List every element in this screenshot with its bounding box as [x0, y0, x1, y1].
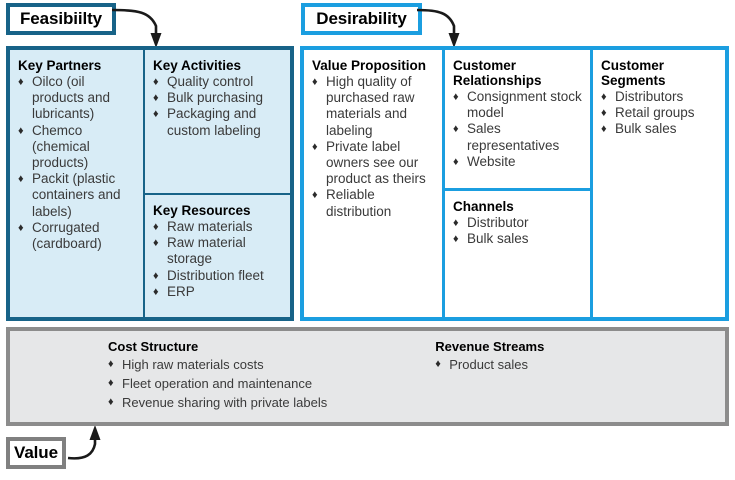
list-item: Fleet operation and maintenance	[108, 374, 327, 393]
feasibility-canvas-group: Key Partners Oilco (oil products and lub…	[6, 46, 294, 321]
list-item: Packit (plastic containers and labels)	[18, 171, 135, 220]
list-item: ERP	[153, 284, 282, 300]
list-item: Sales representatives	[453, 121, 582, 153]
list-item: Retail groups	[601, 105, 717, 121]
revenue-streams-title: Revenue Streams	[435, 339, 545, 354]
key-resources-title: Key Resources	[153, 203, 251, 218]
relationships-channels-column: Customer Relationships Consignment stock…	[442, 50, 590, 317]
list-item: Distribution fleet	[153, 268, 282, 284]
list-item: Raw material storage	[153, 235, 282, 267]
feasibility-arrow-icon	[111, 8, 162, 48]
block-cost-structure: Cost Structure High raw materials costs …	[108, 331, 327, 422]
block-value-proposition: Value Proposition High quality of purcha…	[304, 50, 442, 317]
value-proposition-title: Value Proposition	[312, 58, 427, 73]
list-item: Distributor	[453, 215, 582, 231]
list-item: Consignment stock model	[453, 89, 582, 121]
list-item: High raw materials costs	[108, 355, 327, 374]
list-item: Bulk sales	[453, 231, 582, 247]
block-revenue-streams: Revenue Streams Product sales	[435, 331, 544, 422]
customer-segments-title: Customer Segments	[601, 58, 666, 88]
list-item: Raw materials	[153, 219, 282, 235]
desirability-arrow-icon	[416, 8, 460, 48]
list-item: Distributors	[601, 89, 717, 105]
list-item: Oilco (oil products and lubricants)	[18, 74, 135, 123]
block-customer-relationships: Customer Relationships Consignment stock…	[445, 50, 590, 188]
desirability-canvas-group: Value Proposition High quality of purcha…	[300, 46, 729, 321]
activities-resources-column: Key Activities Quality control Bulk purc…	[143, 50, 290, 317]
block-channels: Channels Distributor Bulk sales	[445, 188, 590, 317]
annotation-tag-desirability-label: Desirability	[316, 9, 407, 28]
customer-relationships-title: Customer Relationships	[453, 58, 542, 88]
block-key-activities: Key Activities Quality control Bulk purc…	[145, 50, 290, 193]
channels-list: Distributor Bulk sales	[453, 215, 582, 248]
cost-structure-title: Cost Structure	[108, 339, 199, 354]
key-activities-title: Key Activities	[153, 58, 242, 73]
customer-segments-list: Distributors Retail groups Bulk sales	[601, 89, 717, 138]
key-resources-list: Raw materials Raw material storage Distr…	[153, 219, 282, 300]
list-item: High quality of purchased raw materials …	[312, 74, 434, 139]
list-item: Reliable distribution	[312, 187, 434, 219]
value-proposition-cell: Value Proposition High quality of purcha…	[304, 50, 442, 317]
list-item: Private label owners see our product as …	[312, 139, 434, 188]
value-proposition-list: High quality of purchased raw materials …	[312, 74, 434, 220]
annotation-tag-feasibility: Feasibiilty	[6, 3, 116, 35]
bottom-bar-group: Cost Structure High raw materials costs …	[6, 327, 729, 426]
list-item: Bulk sales	[601, 121, 717, 137]
list-item: Revenue sharing with private labels	[108, 393, 327, 412]
annotation-tag-value: Value	[6, 437, 66, 469]
block-key-resources: Key Resources Raw materials Raw material…	[145, 193, 290, 317]
list-item: Chemco (chemical products)	[18, 123, 135, 172]
key-partners-list: Oilco (oil products and lubricants) Chem…	[18, 74, 135, 252]
customer-relationships-list: Consignment stock model Sales representa…	[453, 89, 582, 170]
revenue-streams-list: Product sales	[435, 355, 544, 374]
block-key-partners: Key Partners Oilco (oil products and lub…	[10, 50, 143, 317]
cost-structure-list: High raw materials costs Fleet operation…	[108, 355, 327, 412]
list-item: Quality control	[153, 74, 282, 90]
list-item: Packaging and custom labeling	[153, 106, 282, 138]
block-customer-segments: Customer Segments Distributors Retail gr…	[590, 50, 725, 317]
annotation-tag-desirability: Desirability	[301, 3, 422, 35]
list-item: Website	[453, 154, 582, 170]
channels-title: Channels	[453, 199, 514, 214]
annotation-tag-value-label: Value	[14, 443, 58, 462]
value-arrow-icon	[67, 425, 101, 460]
key-partners-cell: Key Partners Oilco (oil products and lub…	[10, 50, 143, 317]
list-item: Product sales	[435, 355, 544, 374]
list-item: Bulk purchasing	[153, 90, 282, 106]
key-partners-title: Key Partners	[18, 58, 102, 73]
key-activities-list: Quality control Bulk purchasing Packagin…	[153, 74, 282, 139]
customer-segments-cell: Customer Segments Distributors Retail gr…	[593, 50, 725, 317]
list-item: Corrugated (cardboard)	[18, 220, 135, 252]
annotation-tag-feasibility-label: Feasibiilty	[19, 9, 103, 28]
